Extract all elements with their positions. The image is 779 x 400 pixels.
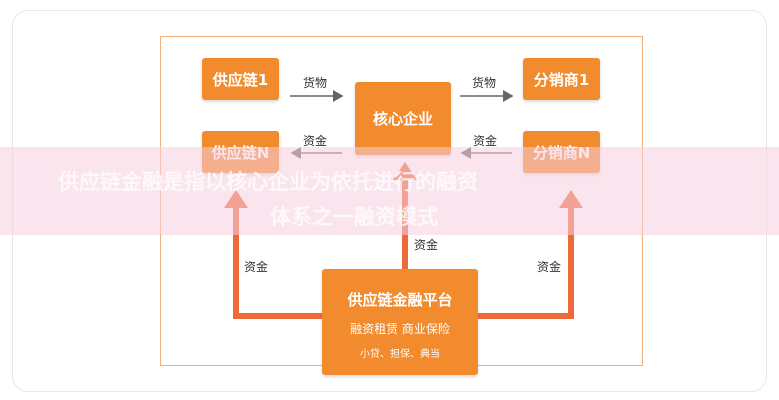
goods-label-left: 货物	[303, 76, 328, 90]
overlay-line-1: 供应链金融是指以核心企业为依托进行的融资	[58, 170, 478, 194]
distributor-1-node: 分销商1	[523, 58, 600, 100]
platform-services-2: 小贷、担保、典当	[360, 349, 440, 360]
supplier-1-node: 供应链1	[202, 58, 279, 100]
supplier-1-label: 供应链1	[212, 70, 269, 89]
funds-label-left: 资金	[303, 134, 328, 148]
funds-label-bottom-right: 资金	[537, 260, 562, 274]
platform-services: 融资租赁 商业保险	[350, 322, 450, 336]
platform-title: 供应链金融平台	[347, 291, 453, 309]
funds-label-right: 资金	[473, 134, 498, 148]
overlay-banner	[0, 147, 779, 235]
funds-label-center: 资金	[414, 238, 439, 252]
overlay-line-2: 体系之一融资模式	[270, 205, 438, 229]
funds-label-bottom-left: 资金	[244, 260, 269, 274]
core-enterprise-node: 核心企业	[355, 82, 451, 155]
distributor-1-label: 分销商1	[533, 70, 590, 89]
finance-platform-node: 供应链金融平台 融资租赁 商业保险 小贷、担保、典当	[322, 269, 478, 375]
core-enterprise-label: 核心企业	[372, 110, 433, 128]
goods-label-right: 货物	[472, 76, 497, 90]
